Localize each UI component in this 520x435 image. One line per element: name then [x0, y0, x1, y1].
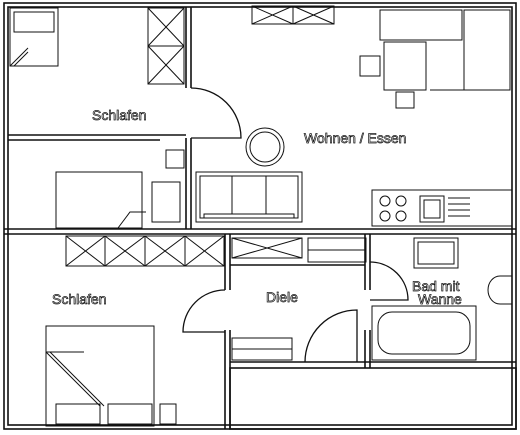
chair-icon [359, 55, 415, 109]
sofa-icon [195, 171, 303, 223]
lower-interior-walls [224, 234, 517, 430]
windows [65, 5, 335, 267]
bed-icon [55, 171, 181, 229]
room-label-bad-line1: Bad mit [412, 278, 460, 294]
bathtub-icon [371, 305, 477, 361]
door-swing-icon [190, 87, 242, 139]
outer-walls [3, 2, 517, 430]
sink-icon [419, 195, 470, 223]
middle-wall [4, 228, 516, 235]
kitchen-counter [371, 189, 513, 227]
bed-icon [9, 7, 59, 67]
window-cross-icon [251, 5, 335, 25]
window-cross-icon [147, 7, 185, 85]
toilet-icon [487, 275, 512, 305]
shelf-unit [379, 9, 511, 91]
door-swing-icon [182, 289, 226, 333]
room-label-wohnen: Wohnen / Essen [304, 130, 406, 146]
shaft-box [165, 149, 185, 169]
doors [182, 87, 409, 363]
room-label-schlafen-bottom: Schlafen [52, 291, 106, 307]
door-swing-icon [369, 261, 409, 301]
sink-icon [413, 237, 459, 269]
bed-icon [45, 325, 177, 427]
upper-interior-walls [8, 7, 192, 229]
round-table-icon [245, 127, 285, 167]
stair-area [229, 367, 517, 430]
window-cross-icon [65, 235, 225, 267]
room-label-diele: Diele [266, 289, 298, 305]
outer-wall [3, 2, 517, 430]
room-label-bad-line2: Wanne [418, 291, 462, 307]
room-label-schlafen-top: Schlafen [92, 107, 146, 123]
door-swing-icon [304, 309, 358, 363]
window-cross-icon [231, 237, 303, 259]
stove-icon [379, 195, 407, 222]
